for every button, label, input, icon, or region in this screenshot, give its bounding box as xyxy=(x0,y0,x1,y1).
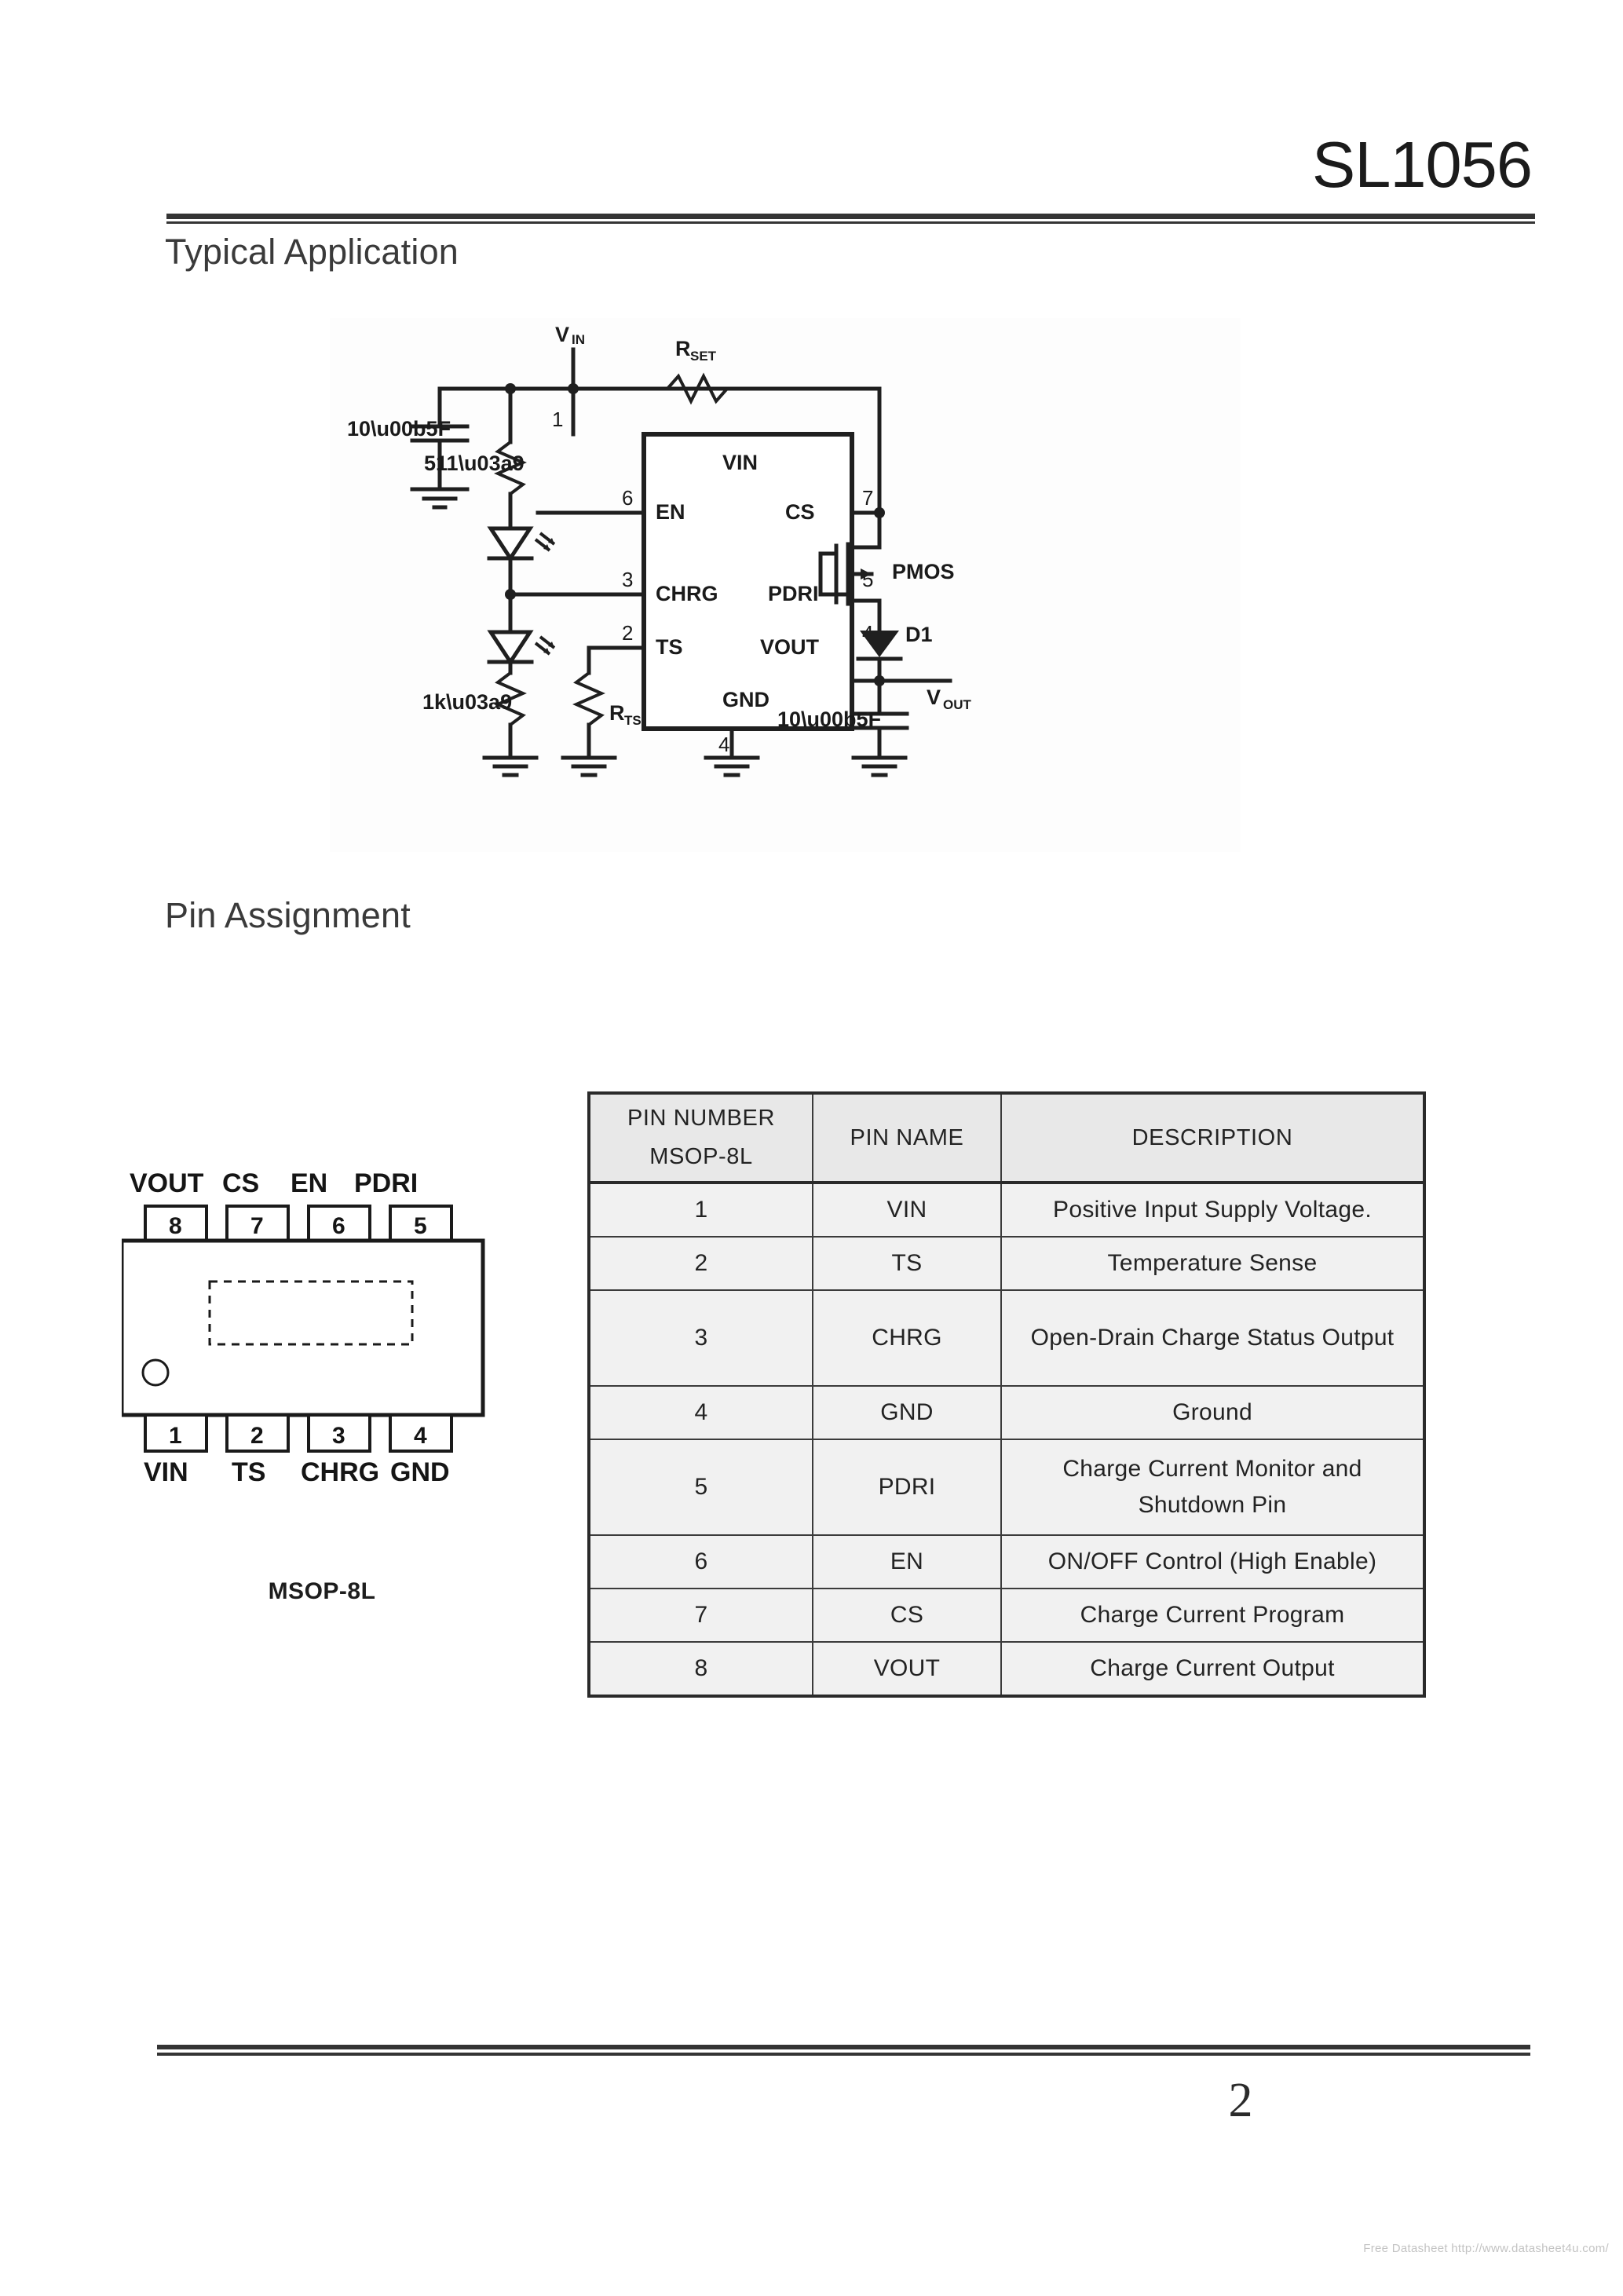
svg-text:4: 4 xyxy=(718,733,729,756)
svg-text:V: V xyxy=(555,323,569,346)
page-number: 2 xyxy=(1228,2074,1253,2127)
cell-pin-name: CS xyxy=(812,1588,1002,1643)
svg-text:OUT: OUT xyxy=(943,697,972,712)
svg-text:7: 7 xyxy=(862,486,873,510)
column-header-pin-number: PIN NUMBER MSOP-8L xyxy=(588,1092,813,1184)
svg-text:CHRG: CHRG xyxy=(656,582,718,605)
cell-description: Charge Current Program xyxy=(1000,1588,1425,1643)
pin-description-table-container: PIN NUMBER MSOP-8L PIN NAME DESCRIPTION … xyxy=(587,1091,1426,1698)
svg-text:GND: GND xyxy=(390,1457,450,1487)
svg-text:EN: EN xyxy=(291,1168,327,1198)
cell-pin-number: 1 xyxy=(588,1182,813,1238)
svg-text:PMOS: PMOS xyxy=(892,560,955,583)
footer-divider xyxy=(157,2045,1530,2056)
svg-text:5: 5 xyxy=(414,1213,427,1239)
column-header-description: DESCRIPTION xyxy=(1000,1092,1425,1184)
svg-text:TS: TS xyxy=(656,635,683,659)
cell-description: Open-Drain Charge Status Output xyxy=(1000,1289,1425,1387)
cell-pin-name: VOUT xyxy=(812,1641,1002,1697)
cell-pin-number: 7 xyxy=(588,1588,813,1643)
cell-pin-name: PDRI xyxy=(812,1439,1002,1536)
cell-pin-number: 8 xyxy=(588,1641,813,1697)
msop-8l-package-diagram: .pk { font-family:"Liberation Sans", san… xyxy=(122,1162,522,1649)
svg-text:2: 2 xyxy=(622,621,633,645)
cell-pin-name: TS xyxy=(812,1236,1002,1291)
svg-text:V: V xyxy=(927,686,941,709)
column-header-pin-number-line2: MSOP-8L xyxy=(649,1144,753,1169)
svg-text:R: R xyxy=(609,701,625,725)
cell-description: Temperature Sense xyxy=(1000,1236,1425,1291)
svg-text:CHRG: CHRG xyxy=(301,1457,379,1487)
svg-text:3: 3 xyxy=(332,1423,345,1449)
svg-text:6: 6 xyxy=(332,1213,345,1239)
pin-description-table: PIN NUMBER MSOP-8L PIN NAME DESCRIPTION … xyxy=(587,1091,1426,1698)
cell-pin-number: 4 xyxy=(588,1385,813,1440)
cell-pin-name: VIN xyxy=(812,1182,1002,1238)
cell-pin-number: 3 xyxy=(588,1289,813,1387)
svg-text:3: 3 xyxy=(622,568,633,591)
svg-text:1: 1 xyxy=(169,1423,182,1449)
svg-text:SET: SET xyxy=(690,349,717,364)
cell-description: Charge Current Monitor and Shutdown Pin xyxy=(1000,1439,1425,1536)
column-header-pin-name: PIN NAME xyxy=(812,1092,1002,1184)
svg-text:6: 6 xyxy=(622,486,633,510)
svg-text:511\u03a9: 511\u03a9 xyxy=(424,452,525,475)
svg-text:2: 2 xyxy=(250,1423,264,1449)
svg-text:R: R xyxy=(675,337,691,360)
column-header-pin-number-line1: PIN NUMBER xyxy=(627,1106,776,1131)
section-heading-pin-assignment: Pin Assignment xyxy=(165,895,411,935)
section-heading-typical-application: Typical Application xyxy=(165,232,459,272)
svg-text:VIN: VIN xyxy=(144,1457,188,1487)
svg-text:10\u00b5F: 10\u00b5F xyxy=(347,417,451,441)
cell-pin-name: CHRG xyxy=(812,1289,1002,1387)
svg-text:EN: EN xyxy=(656,500,685,524)
svg-text:TS: TS xyxy=(624,713,642,728)
svg-text:VOUT: VOUT xyxy=(760,635,820,659)
svg-text:CS: CS xyxy=(222,1168,259,1198)
cell-pin-number: 6 xyxy=(588,1534,813,1589)
cell-pin-number: 5 xyxy=(588,1439,813,1536)
svg-text:8: 8 xyxy=(169,1213,182,1239)
svg-text:IN: IN xyxy=(572,332,585,347)
cell-description: Ground xyxy=(1000,1385,1425,1440)
svg-text:PDRI: PDRI xyxy=(768,582,819,605)
svg-text:1k\u03a9: 1k\u03a9 xyxy=(422,690,512,714)
svg-text:D1: D1 xyxy=(905,623,933,646)
svg-text:4: 4 xyxy=(414,1423,427,1449)
header-divider xyxy=(166,214,1535,224)
cell-pin-name: EN xyxy=(812,1534,1002,1589)
svg-text:1: 1 xyxy=(552,408,563,431)
table-header-row: PIN NUMBER MSOP-8L PIN NAME DESCRIPTION xyxy=(588,1092,1425,1184)
cell-description: Positive Input Supply Voltage. xyxy=(1000,1182,1425,1238)
svg-text:TS: TS xyxy=(232,1457,265,1487)
cell-description: ON/OFF Control (High Enable) xyxy=(1000,1534,1425,1589)
svg-text:10\u00b5F: 10\u00b5F xyxy=(777,707,881,731)
cell-pin-number: 2 xyxy=(588,1236,813,1291)
svg-text:7: 7 xyxy=(250,1213,264,1239)
package-caption: MSOP-8L xyxy=(268,1578,376,1604)
typical-application-schematic: .wire { stroke:#1f1f1f; stroke-width:5; … xyxy=(330,318,1241,852)
svg-text:GND: GND xyxy=(722,688,769,711)
svg-text:PDRI: PDRI xyxy=(354,1168,418,1198)
cell-description: Charge Current Output xyxy=(1000,1641,1425,1697)
svg-text:VOUT: VOUT xyxy=(130,1168,204,1198)
svg-text:VIN: VIN xyxy=(722,451,758,474)
cell-pin-name: GND xyxy=(812,1385,1002,1440)
page-title: SL1056 xyxy=(1311,128,1533,201)
datasheet-source-watermark: Free Datasheet http://www.datasheet4u.co… xyxy=(1363,2242,1609,2255)
svg-text:CS: CS xyxy=(785,500,815,524)
